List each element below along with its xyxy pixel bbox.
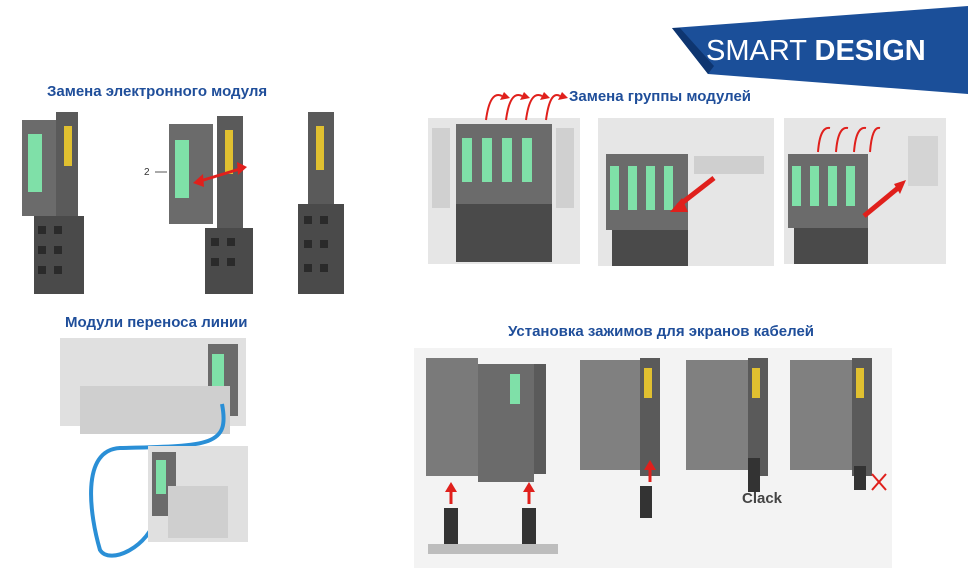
heading-shield-clamps: Установка зажимов для экранов кабелей	[508, 323, 815, 340]
group-illustration-2	[598, 118, 774, 266]
smart-design-banner	[672, 6, 968, 94]
module-illustration-3	[298, 112, 344, 294]
group-illustration-3	[784, 118, 946, 264]
line-extension-illustration	[60, 338, 248, 558]
module-illustration-2	[155, 116, 253, 294]
callout-number: 2	[144, 167, 150, 178]
clack-label: Clack	[742, 490, 783, 507]
banner-title: SMART DESIGN	[706, 35, 926, 67]
shield-clamp-illustration	[414, 348, 892, 568]
heading-module-replacement: Замена электронного модуля	[47, 83, 268, 100]
heading-line-extension: Модули переноса линии	[65, 314, 248, 331]
heading-group-replacement: Замена группы модулей	[569, 88, 752, 105]
module-illustration-1	[22, 112, 84, 294]
group-illustration-1	[428, 92, 580, 264]
